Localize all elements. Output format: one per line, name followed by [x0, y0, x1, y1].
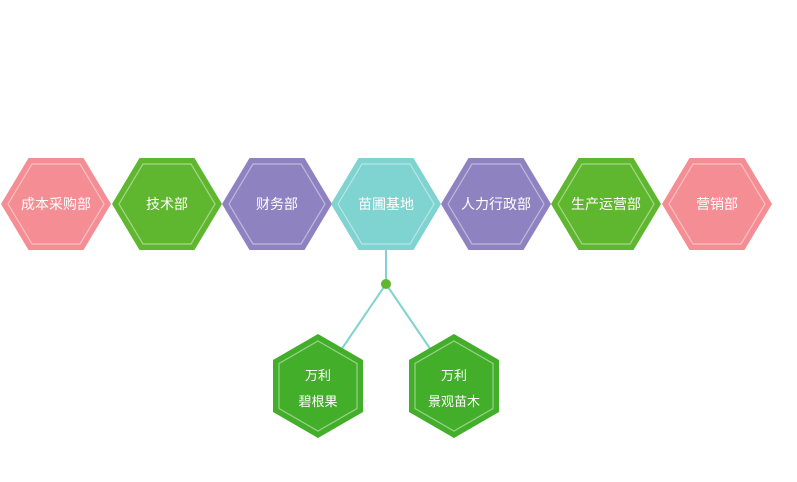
department-label: 生产运营部 — [571, 197, 641, 213]
hexagon-shape — [441, 158, 551, 250]
hexagon-inner-border — [557, 163, 655, 245]
hexagon-shape — [273, 334, 363, 438]
subsidiary-label-line2: 碧根果 — [298, 395, 337, 410]
department-production-operations: 生产运营部 — [551, 158, 661, 250]
department-technology: 技术部 — [112, 158, 222, 250]
hexagon-inner-border — [278, 340, 358, 432]
hexagon-inner-border — [118, 163, 216, 245]
subsidiary-label-line1: 万利 — [441, 369, 467, 384]
department-label: 成本采购部 — [21, 197, 91, 213]
hexagon-inner-border — [7, 163, 105, 245]
hexagon-shape — [409, 334, 499, 438]
connector-branch-right — [385, 283, 432, 351]
connector-branch-left — [340, 283, 387, 351]
subsidiary-label-line2: 景观苗木 — [428, 395, 480, 410]
department-label: 技术部 — [146, 197, 188, 213]
connector-junction-dot — [381, 279, 391, 289]
hexagon-shape — [1, 158, 111, 250]
hexagon-inner-border — [228, 163, 326, 245]
hexagon-inner-border — [447, 163, 545, 245]
subsidiary-label-line1: 万利 — [305, 369, 331, 384]
subsidiary-wanli-landscape-seedlings: 万利 景观苗木 — [409, 334, 499, 438]
hexagon-inner-border — [668, 163, 766, 245]
hexagon-shape — [662, 158, 772, 250]
hexagon-inner-border — [337, 163, 435, 245]
subsidiary-wanli-pecan: 万利 碧根果 — [273, 334, 363, 438]
department-label: 苗圃基地 — [358, 196, 414, 213]
department-finance: 财务部 — [222, 158, 332, 250]
department-label: 营销部 — [696, 197, 738, 213]
department-nursery-base: 苗圃基地 — [331, 158, 441, 250]
hexagon-shape — [331, 158, 441, 250]
department-label: 财务部 — [256, 197, 298, 213]
hexagon-inner-border — [414, 340, 494, 432]
department-hr-admin: 人力行政部 — [441, 158, 551, 250]
hexagon-shape — [112, 158, 222, 250]
hexagon-shape — [551, 158, 661, 250]
department-marketing: 营销部 — [662, 158, 772, 250]
connector — [340, 248, 432, 351]
department-costs-purchasing: 成本采购部 — [1, 158, 111, 250]
department-label: 人力行政部 — [461, 197, 531, 213]
hexagon-shape — [222, 158, 332, 250]
